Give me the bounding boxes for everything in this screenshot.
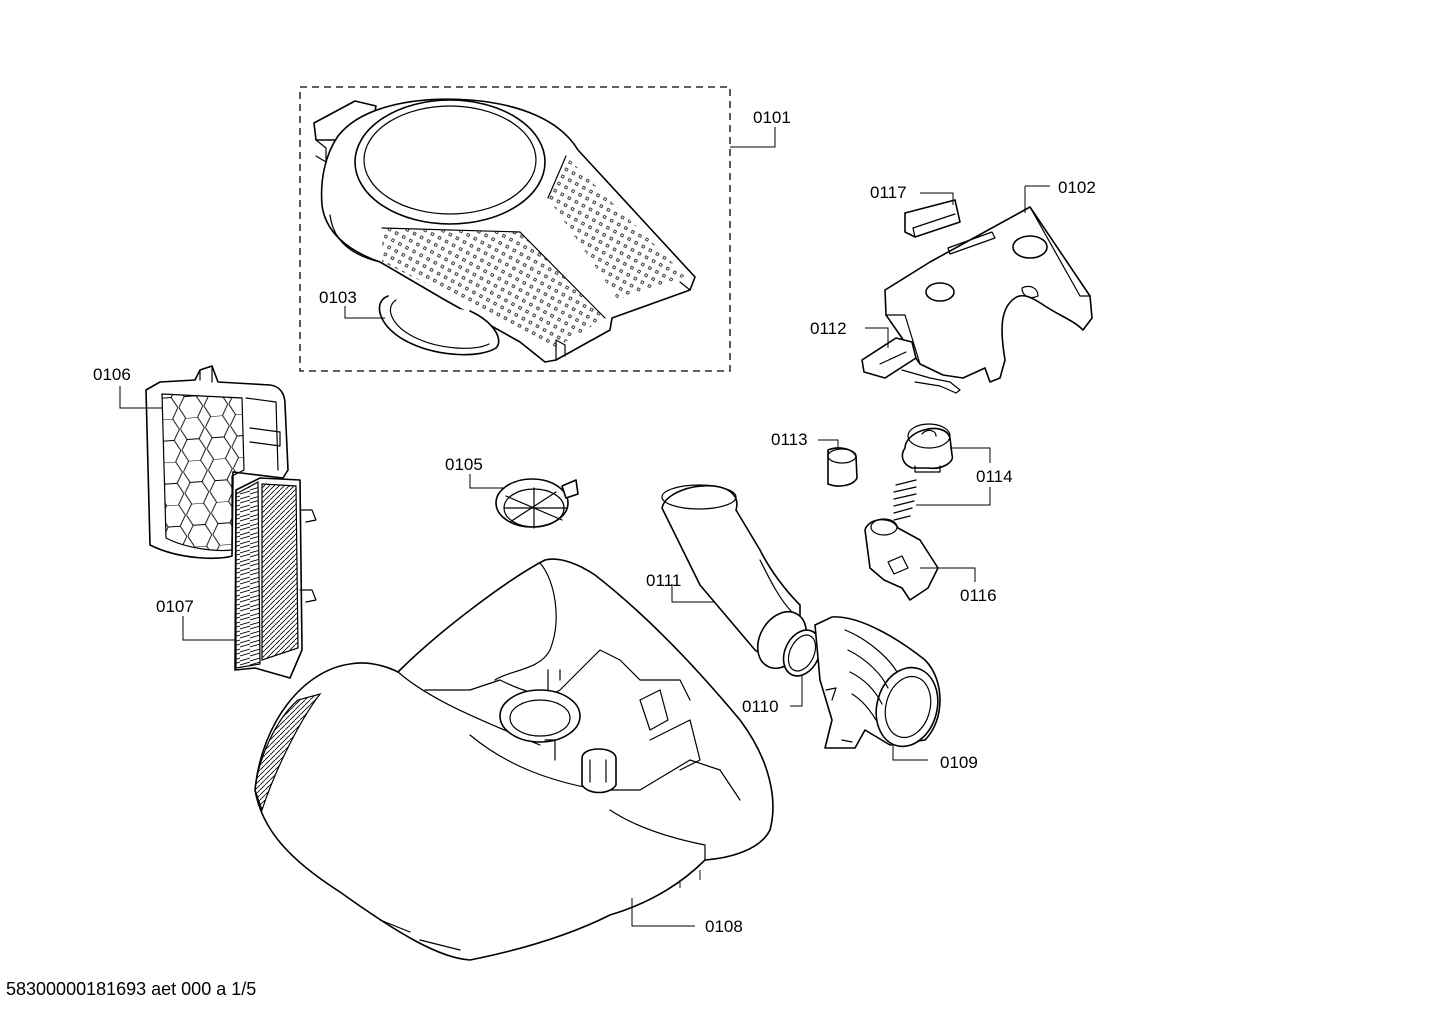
small-grille-part: [495, 478, 579, 529]
part-label-0107: 0107: [156, 597, 194, 616]
knob-and-spring-part: [893, 423, 954, 521]
filter-frame-part: [145, 365, 289, 560]
part-label-0113: 0113: [771, 430, 808, 449]
part-label-0102: 0102: [1058, 178, 1096, 197]
part-label-0108: 0108: [705, 917, 743, 936]
rear-bracket-part: [861, 199, 1093, 394]
part-label-0106: 0106: [93, 365, 131, 384]
part-label-0101: 0101: [753, 108, 791, 127]
part-label-0116: 0116: [960, 586, 997, 605]
part-label-0105: 0105: [445, 455, 483, 474]
cover-assembly-group: [299, 86, 731, 372]
part-label-0114: 0114: [976, 467, 1013, 486]
hose-part: [661, 484, 822, 677]
part-label-0109: 0109: [940, 753, 978, 772]
part-label-0112: 0112: [810, 319, 847, 338]
group-outline: [299, 86, 731, 372]
switch-bracket-part: [864, 518, 939, 601]
part-label-0103: 0103: [319, 288, 357, 307]
part-label-0117: 0117: [870, 183, 907, 202]
main-housing-part: [254, 558, 774, 961]
bellows-connector-part: [814, 616, 941, 749]
button-cap-part: [827, 447, 858, 487]
document-id-footer: 58300000181693 aet 000 a 1/5: [6, 979, 257, 999]
part-label-0111: 0111: [646, 571, 681, 590]
leader-lines: [119, 127, 1050, 927]
part-label-0110: 0110: [742, 697, 779, 716]
pleated-filter-part: [234, 477, 317, 679]
part-labels: 0101 0102 0117 0112 0103 0106 0105 0113 …: [93, 108, 1096, 936]
